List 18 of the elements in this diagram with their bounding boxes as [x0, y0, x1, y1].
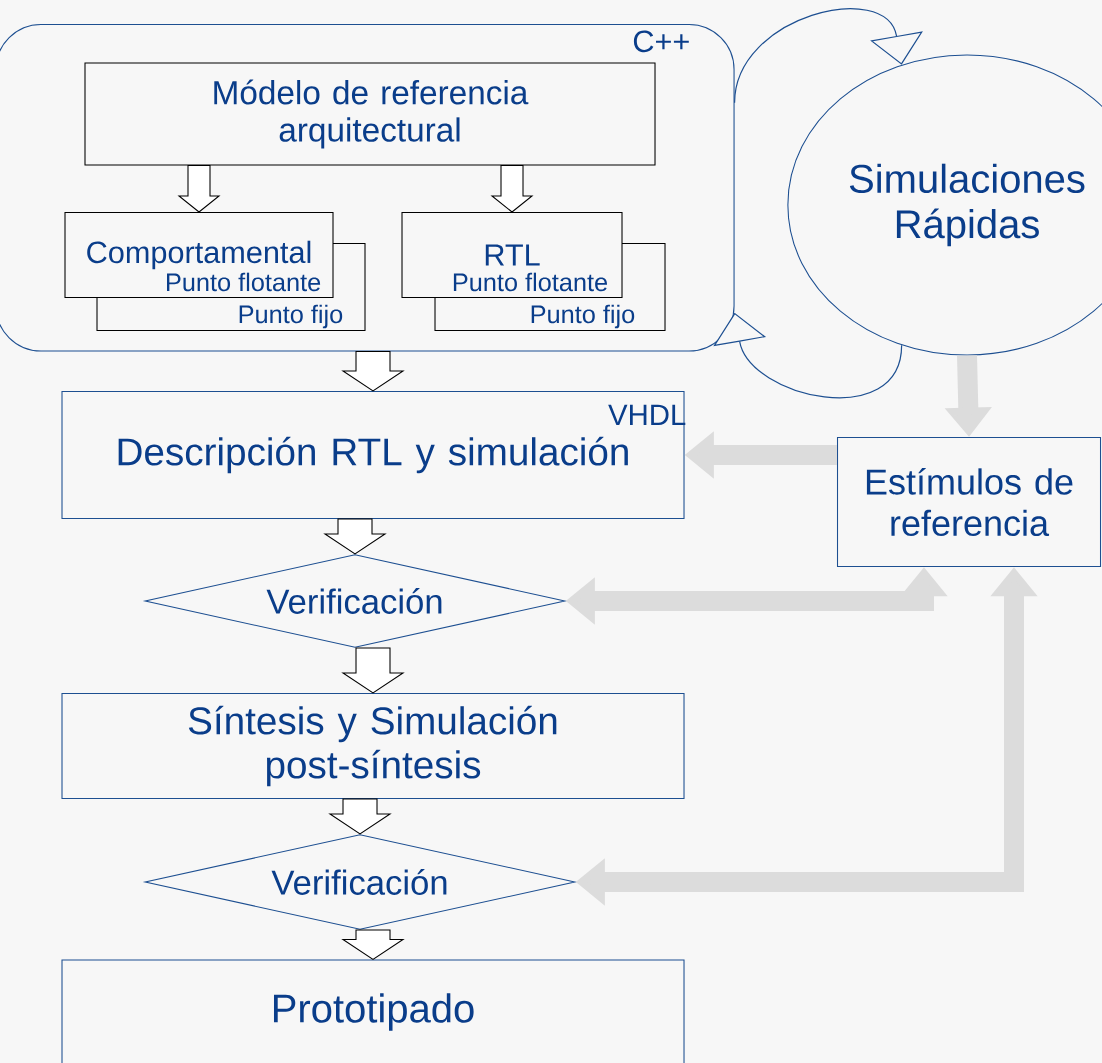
language-label: VHDL — [608, 404, 686, 425]
process-box: Síntesis y Simulación post-síntesis — [61, 692, 685, 800]
block-arrow — [341, 929, 405, 961]
stacked-label: Punto fijo — [239, 304, 343, 329]
block-arrow — [490, 165, 534, 213]
block-arrow — [323, 518, 387, 555]
language-label: C++ — [633, 30, 689, 53]
stacked-label: Punto fijo — [531, 304, 635, 329]
block-arrow — [328, 798, 392, 835]
sub-label: Punto flotante — [453, 272, 607, 292]
sub-label: Punto flotante — [167, 272, 321, 292]
process-box: Estímulos de referencia — [836, 436, 1102, 568]
curved-arrow — [734, 8, 923, 104]
process-box: Módelo de referencia arquitectural — [84, 62, 656, 166]
block-arrow — [341, 351, 405, 392]
process-box: Prototipado — [61, 959, 685, 1063]
block-arrow — [341, 647, 405, 694]
block-arrow — [177, 165, 221, 213]
